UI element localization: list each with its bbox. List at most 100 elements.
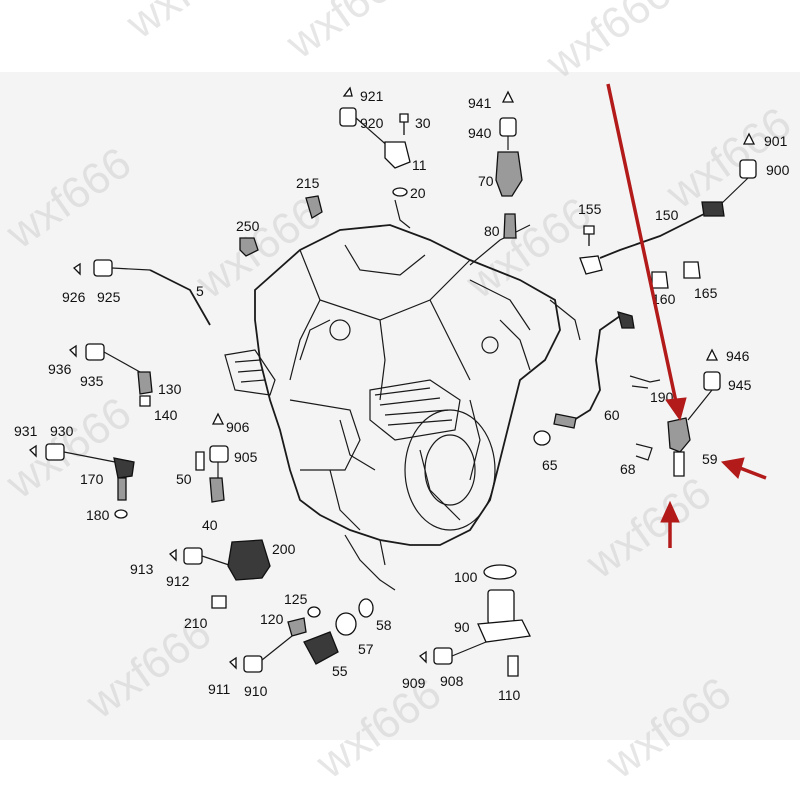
label-210: 210: [184, 615, 208, 631]
label-58: 58: [376, 617, 392, 633]
label-936: 936: [48, 361, 72, 377]
connector-housing-icon: [243, 655, 263, 673]
sensor-flange-icon: [477, 619, 531, 643]
connector-housing-icon: [739, 159, 757, 179]
sensor-head-icon: [113, 457, 135, 479]
label-80: 80: [484, 223, 500, 239]
connector-icon: [342, 86, 353, 97]
label-910: 910: [244, 683, 268, 699]
label-940: 940: [468, 125, 492, 141]
label-140: 140: [154, 407, 178, 423]
level-sensor-body-icon: [487, 589, 515, 625]
label-155: 155: [578, 201, 602, 217]
sensor-probe-icon: [503, 213, 517, 239]
sensor-icon: [239, 237, 259, 257]
arrow-head: [720, 457, 745, 479]
plug-icon: [701, 201, 725, 217]
watermark-text: wxf666: [277, 0, 420, 69]
label-65: 65: [542, 457, 558, 473]
label-11: 11: [412, 157, 427, 173]
connector-icon: [705, 348, 719, 361]
red-arrow-diagonal: [606, 83, 678, 403]
label-931: 931: [14, 423, 38, 439]
label-920: 920: [360, 115, 384, 131]
clip-icon: [683, 261, 701, 279]
label-90: 90: [454, 619, 470, 635]
part-group-temp-sensor-70: 941 940 70 80: [468, 90, 523, 239]
label-55: 55: [332, 663, 348, 679]
label-946: 946: [726, 348, 750, 364]
label-68: 68: [620, 461, 636, 477]
sensor-body-icon: [117, 477, 127, 501]
connector-housing-icon: [433, 647, 453, 665]
engine-illustration: [224, 199, 581, 591]
label-926: 926: [62, 289, 86, 305]
label-40: 40: [202, 517, 218, 533]
bolt-icon: [211, 595, 227, 609]
label-30: 30: [415, 115, 431, 131]
label-50: 50: [176, 471, 192, 487]
label-908: 908: [440, 673, 464, 689]
label-911: 911: [208, 681, 231, 697]
seal-ring-icon: [358, 598, 374, 618]
connector-housing-icon: [85, 343, 105, 361]
connector-icon: [742, 132, 756, 145]
label-59: 59: [702, 451, 718, 467]
label-125: 125: [284, 591, 308, 607]
connector-icon: [211, 412, 225, 425]
label-901: 901: [764, 133, 788, 149]
seal-ring-icon: [533, 430, 551, 446]
label-5: 5: [196, 283, 204, 299]
sensor-tip-icon: [553, 413, 577, 429]
highlighted-sensor-body-icon: [673, 451, 685, 477]
bolt-icon: [195, 451, 205, 471]
label-250: 250: [236, 218, 260, 234]
label-170: 170: [80, 471, 104, 487]
part-group-level-sensor-90: 100 90 909 908 110: [402, 564, 531, 703]
part-group-sensor-130: 936 935 130 140: [48, 343, 182, 423]
label-925: 925: [97, 289, 121, 305]
part-group-cam-sensor-11: 921 920 30 11 20: [339, 86, 431, 201]
connector-icon: [168, 548, 177, 562]
label-912: 912: [166, 573, 190, 589]
knock-sensor-icon: [579, 255, 603, 275]
seal-ring-icon: [335, 612, 357, 636]
seal-ring-icon: [307, 606, 321, 618]
seal-ring-icon: [392, 187, 408, 197]
label-906: 906: [226, 419, 250, 435]
part-group-sensor-55: 55 57 58: [303, 598, 392, 679]
part-group-sensor-40: 906 905 50 40: [176, 412, 258, 533]
seal-ring-icon: [483, 564, 517, 580]
position-sensor-icon: [209, 477, 225, 503]
label-921: 921: [360, 88, 384, 104]
arrow-head: [660, 500, 680, 523]
arrow-head: [665, 397, 687, 422]
label-120: 120: [260, 611, 284, 627]
label-130: 130: [158, 381, 182, 397]
label-941: 941: [468, 95, 492, 111]
connector-icon: [501, 90, 515, 103]
connector-plug-icon: [617, 311, 635, 329]
temperature-sensor-icon: [495, 151, 523, 197]
label-57: 57: [358, 641, 374, 657]
clip-icon: [651, 271, 669, 289]
label-909: 909: [402, 675, 426, 691]
label-20: 20: [410, 185, 426, 201]
label-200: 200: [272, 541, 296, 557]
label-100: 100: [454, 569, 478, 585]
map-sensor-icon: [227, 539, 271, 581]
part-group-sensor-60: 60 65: [533, 311, 635, 473]
connector-housing-icon: [183, 547, 203, 565]
oil-pressure-sensor-icon: [303, 631, 339, 665]
label-930: 930: [50, 423, 74, 439]
connector-housing-icon: [209, 445, 229, 463]
part-group-sensor-120: 125 120 911 910: [208, 591, 321, 699]
label-150: 150: [655, 207, 679, 223]
bolt-icon: [507, 655, 519, 677]
red-arrow-left: [739, 466, 767, 480]
connector-icon: [72, 262, 81, 276]
label-110: 110: [498, 687, 521, 703]
seal-icon: [139, 395, 151, 407]
part-group-sensor-59: 946 945 190 68 59: [620, 348, 752, 477]
